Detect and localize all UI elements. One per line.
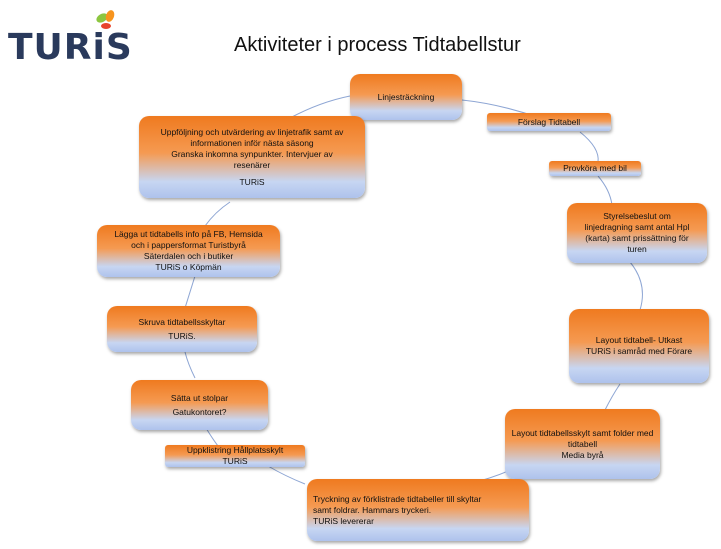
connector-9 [184, 351, 196, 379]
step-line: samt foldrar. Hammars tryckeri. [313, 504, 432, 515]
step-uppfoljning: Uppföljning och utvärdering av linjetraf… [139, 116, 365, 198]
connector-7 [267, 465, 306, 485]
step-line: Tryckning av förklistrade tidtabeller ti… [313, 493, 482, 504]
step-line: tidtabell [567, 438, 598, 449]
step-line: Uppklistring Hållplatsskylt [186, 445, 284, 455]
connector-8 [205, 427, 219, 447]
logo-leaf-icon [96, 10, 115, 29]
step-line: och i pappersformat Turistbyrå [131, 240, 246, 250]
step-line: informationen inför nästa säsong [190, 137, 314, 148]
connector-12 [289, 95, 351, 119]
step-line: turen [627, 244, 647, 254]
step-line: Styrelsebeslut om [603, 211, 671, 221]
step-layout-utkast: Layout tidtabell- Utkast TURiS i samråd … [569, 309, 709, 383]
step-uppklistring: Uppklistring Hållplatsskylt TURiS [165, 445, 305, 467]
step-line: Granska inkomna synpunkter. Intervjuer a… [171, 148, 333, 159]
step-line: Gatukontoret? [172, 406, 227, 417]
step-layout-skylt: Layout tidtabellsskylt samt folder med t… [505, 409, 660, 479]
connector-10 [184, 275, 196, 309]
step-line: Uppföljning och utvärdering av linjetraf… [160, 126, 344, 137]
step-line: TURiS levererar [313, 515, 374, 526]
step-line: Förslag Tidtabell [517, 116, 581, 127]
step-line: TURiS [239, 176, 265, 187]
step-line: resenärer [233, 159, 271, 170]
step-line: Linjesträckning [377, 91, 435, 102]
step-linjestrackning: Linjesträckning [350, 74, 462, 120]
step-forslag-tidtabell: Förslag Tidtabell [487, 113, 611, 131]
step-line: TURiS. [168, 330, 196, 341]
connector-2 [579, 131, 599, 163]
step-tryckning: Tryckning av förklistrade tidtabeller ti… [307, 479, 529, 541]
step-line: TURiS i samråd med Förare [585, 346, 693, 356]
step-line: Sätta ut stolpar [170, 392, 229, 403]
step-line: Lägga ut tidtabells info på FB, Hemsida [114, 229, 263, 239]
step-line: TURiS o Köpmän [155, 262, 222, 272]
step-lagga-ut-info: Lägga ut tidtabells info på FB, Hemsida … [97, 225, 280, 277]
step-line: Layout tidtabellsskylt samt folder med [511, 427, 654, 438]
step-satta-stolpar: Sätta ut stolpar Gatukontoret? [131, 380, 268, 430]
step-line: Layout tidtabell- Utkast [595, 335, 683, 345]
turis-logo: TURiS [8, 10, 138, 72]
step-line: TURiS [222, 456, 248, 466]
logo-text: TURiS [8, 27, 133, 68]
step-line: Säterdalen och i butiker [143, 251, 234, 261]
step-line: Provköra med bil [563, 163, 627, 173]
step-line: Skruva tidtabellsskyltar [138, 316, 226, 327]
step-provkora: Provköra med bil [549, 161, 641, 176]
step-line: linjedragning samt antal Hpl [584, 222, 690, 232]
connector-5 [604, 383, 621, 411]
connector-11 [204, 201, 231, 227]
step-skruva-skyltar: Skruva tidtabellsskyltar TURiS. [107, 306, 257, 352]
connector-4 [629, 261, 643, 311]
connector-3 [597, 175, 613, 206]
page-title: Aktiviteter i process Tidtabellstur [234, 34, 521, 56]
step-line: (karta) samt prissättning för [585, 233, 689, 243]
step-styrelsebeslut: Styrelsebeslut om linjedragning samt ant… [567, 203, 707, 263]
step-line: Media byrå [561, 449, 604, 460]
